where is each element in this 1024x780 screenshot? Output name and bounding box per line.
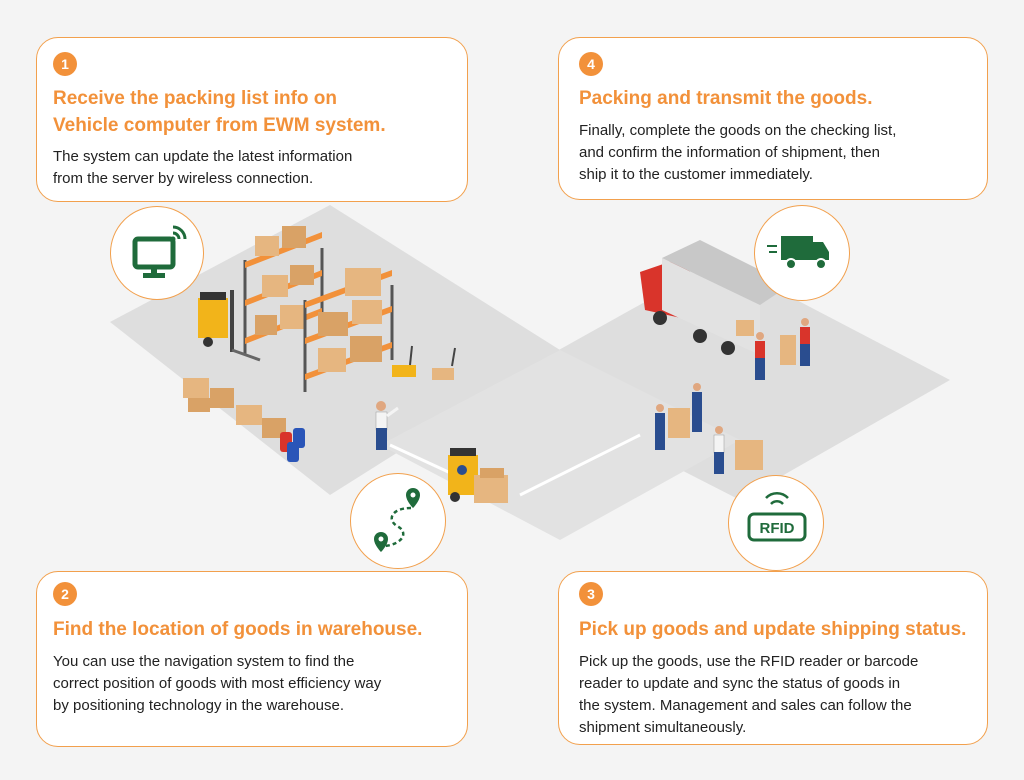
forklift [448, 448, 508, 503]
computer-bubble [110, 206, 204, 300]
step-description: The system can update the latest informa… [53, 148, 353, 187]
rfid-label: RFID [760, 520, 795, 537]
storage-rack [303, 268, 394, 392]
step-card-2: 2 Find the location of goods in warehous… [36, 571, 468, 747]
rfid-bubble: RFID [728, 475, 824, 571]
workers-group [655, 318, 810, 474]
navigation-bubble [350, 473, 446, 569]
forklift [198, 290, 261, 362]
worker [375, 401, 399, 450]
floor-boxes [183, 378, 286, 438]
step-description: Finally, complete the goods on the check… [579, 122, 897, 183]
path-line [519, 433, 641, 497]
step-title: Find the location of goods in warehouse. [53, 619, 423, 640]
monitor-wireless-icon [132, 225, 187, 278]
step-number-badge: 3 [579, 582, 603, 606]
barrels [280, 428, 305, 462]
pallet-jack [392, 345, 456, 380]
delivery-truck-icon [767, 236, 829, 270]
storage-rack [243, 226, 324, 355]
step-number-badge: 1 [53, 52, 77, 76]
shipping-floor [505, 260, 950, 500]
step-title: Receive the packing list info on Vehicle… [53, 88, 386, 136]
step-card-1: 1 Receive the packing list info on Vehic… [36, 37, 468, 202]
step-card-4: 4 Packing and transmit the goods. Finall… [558, 37, 988, 200]
step-number-badge: 4 [579, 52, 603, 76]
truck-bubble [754, 205, 850, 301]
step-description: Pick up the goods, use the RFID reader o… [579, 653, 919, 736]
route-pin-icon [374, 488, 420, 552]
step-number-badge: 2 [53, 582, 77, 606]
step-title: Packing and transmit the goods. [579, 88, 873, 109]
rfid-tag-icon: RFID [747, 491, 807, 542]
step-title: Pick up goods and update shipping status… [579, 619, 967, 640]
truck [640, 240, 790, 355]
step-card-3: 3 Pick up goods and update shipping stat… [558, 571, 988, 745]
step-description: You can use the navigation system to fin… [53, 653, 382, 714]
